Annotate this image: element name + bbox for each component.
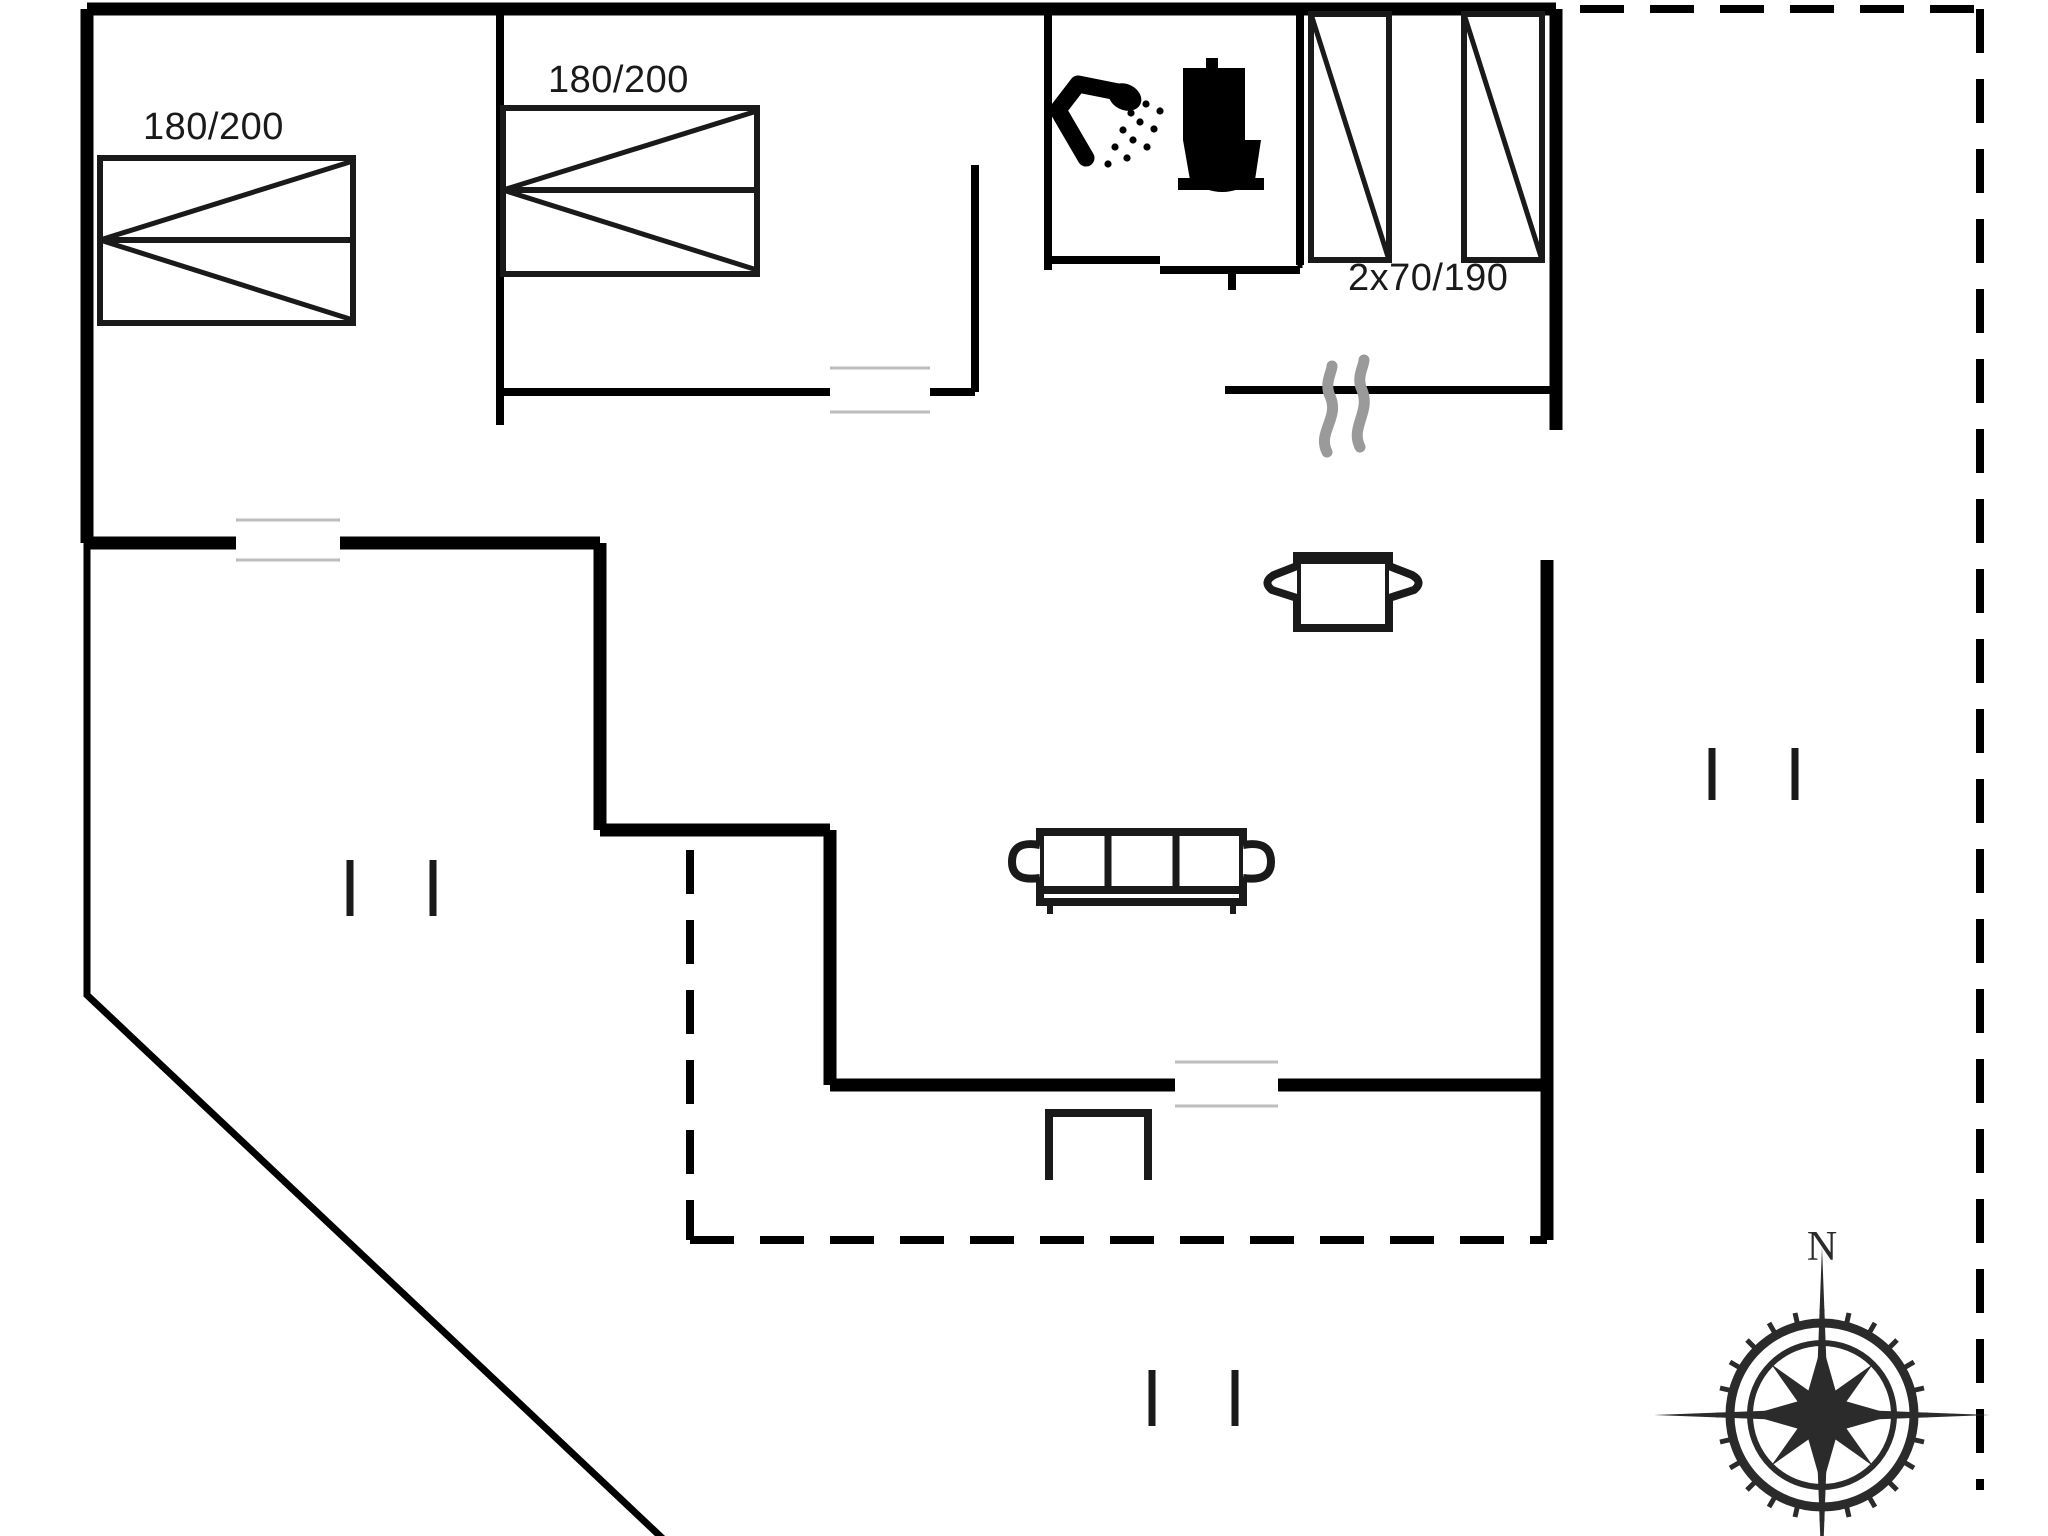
pot-handle-left (1263, 562, 1299, 602)
bunk-bed-size-label: 2x70/190 (1348, 257, 1508, 299)
sofa-icon (1007, 828, 1276, 914)
structural-walls (80, 2, 1563, 1240)
compass-teeth (1716, 1309, 1928, 1521)
sofa-arm-right (1242, 840, 1276, 883)
interior-partitions (496, 9, 1556, 425)
site-boundary-line (83, 539, 665, 1536)
double-bed-1-diag-upper (99, 158, 354, 243)
single-bed-left (1308, 11, 1392, 263)
entry-step-outline (1045, 1109, 1152, 1180)
pot-handle-right (1387, 562, 1423, 602)
steam-wisp-left (1319, 360, 1338, 458)
single-bed-right (1461, 11, 1545, 263)
double-bed-1-size-label: 180/200 (143, 106, 284, 148)
sofa-back (1036, 828, 1247, 894)
steam-wisps (1319, 354, 1370, 458)
dashed-boundaries (686, 5, 1984, 1490)
toilet-base (1178, 178, 1264, 190)
entry-step-icon (1045, 1109, 1152, 1180)
shower-icon (1049, 75, 1164, 168)
shower-water-drops (1104, 100, 1164, 168)
double-bed-2-diag-upper (502, 108, 758, 193)
double-bed-2-diag-lower (502, 187, 758, 273)
compass-star (1750, 1343, 1894, 1487)
site-boundary (83, 539, 665, 1536)
pot-body (1293, 552, 1393, 632)
double-bed-1 (97, 155, 356, 326)
cooking-pot-icon (1263, 354, 1423, 632)
double-bed-2-size-label: 180/200 (548, 59, 689, 101)
toilet-icon (1178, 58, 1264, 192)
compass-rose (1654, 1247, 1990, 1536)
thin-detail-lines (236, 366, 1278, 1108)
compass-north-label: N (1807, 1224, 1837, 1270)
toilet-flush-button (1206, 58, 1218, 70)
shower-arm (1049, 75, 1127, 167)
sofa-arm-left (1007, 840, 1041, 883)
door-jambs (497, 250, 1303, 425)
double-bed-2 (500, 105, 760, 277)
double-bed-1-diag-lower (99, 237, 354, 323)
single-bed-left-diagonal (1308, 13, 1392, 261)
shower-head (1108, 83, 1142, 111)
toilet-cistern (1183, 68, 1245, 140)
tick-marks (346, 748, 1799, 1426)
steam-wisp-right (1351, 354, 1370, 453)
single-bed-right-diagonal (1461, 13, 1545, 261)
